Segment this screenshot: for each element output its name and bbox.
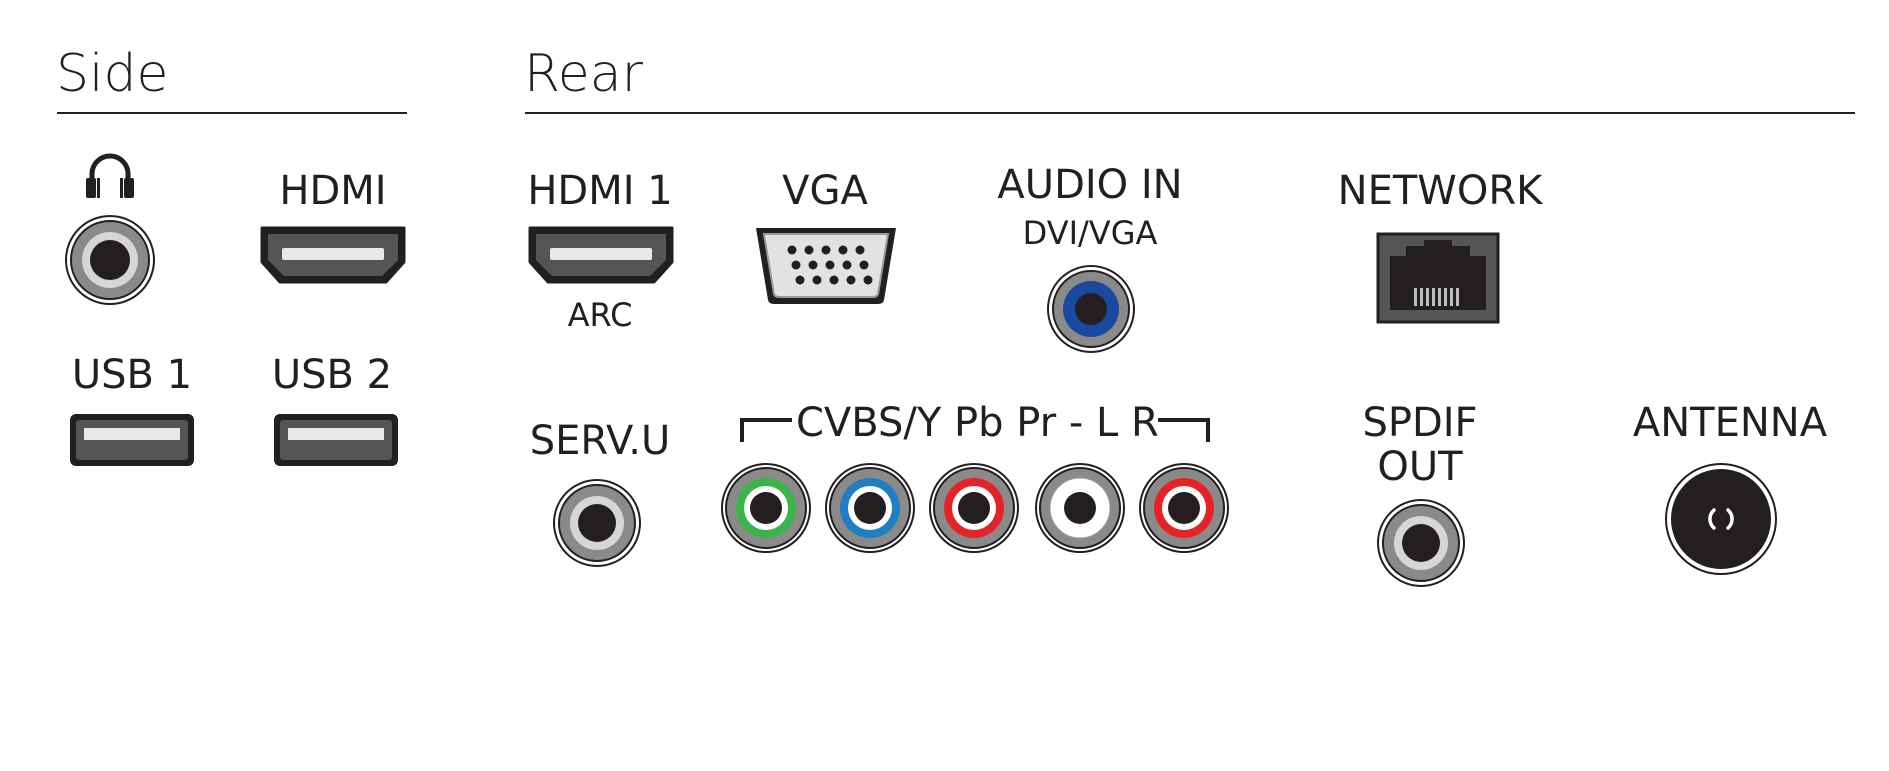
side-hdmi-port[interactable]	[258, 224, 408, 286]
vga-port[interactable]	[750, 222, 902, 308]
rear-audio-in-label: AUDIO IN	[997, 162, 1183, 208]
side-hdmi-label: HDMI	[279, 168, 387, 214]
rear-hdmi1-port[interactable]	[526, 224, 676, 286]
spdif-label-line1: SPDIF	[1362, 400, 1478, 446]
network-port[interactable]	[1376, 232, 1500, 324]
headphone-icon	[86, 153, 134, 198]
rear-servu-label: SERV.U	[529, 418, 671, 464]
rear-vga-label: VGA	[782, 168, 868, 214]
servu-jack[interactable]	[552, 478, 642, 568]
audio-r-jack[interactable]	[1138, 462, 1230, 554]
usb1-port[interactable]	[68, 412, 196, 468]
component-group-label: CVBS/Y Pb Pr - L R	[796, 400, 1159, 446]
usb2-port[interactable]	[272, 412, 400, 468]
component-pb-jack[interactable]	[824, 462, 916, 554]
rear-divider	[525, 112, 1855, 114]
side-usb1-label: USB 1	[71, 352, 193, 398]
rear-audio-in-sublabel: DVI/VGA	[1022, 214, 1158, 252]
antenna-port[interactable]	[1664, 462, 1778, 576]
side-section-title: Side	[56, 44, 169, 104]
component-bracket	[740, 418, 1210, 442]
headphone-jack[interactable]	[64, 214, 156, 306]
rear-network-label: NETWORK	[1337, 168, 1543, 214]
rear-hdmi1-arc-label: ARC	[567, 296, 633, 334]
audio-in-jack[interactable]	[1046, 264, 1136, 354]
spdif-out-jack[interactable]	[1376, 498, 1466, 588]
side-divider	[57, 112, 407, 114]
rear-section-title: Rear	[524, 44, 644, 104]
rear-hdmi1-label: HDMI 1	[527, 168, 673, 214]
side-usb2-label: USB 2	[271, 352, 393, 398]
cvbs-y-jack[interactable]	[720, 462, 812, 554]
audio-l-jack[interactable]	[1034, 462, 1126, 554]
component-pr-jack[interactable]	[928, 462, 1020, 554]
antenna-label: ANTENNA	[1632, 400, 1828, 446]
spdif-label-line2: OUT	[1377, 444, 1463, 490]
